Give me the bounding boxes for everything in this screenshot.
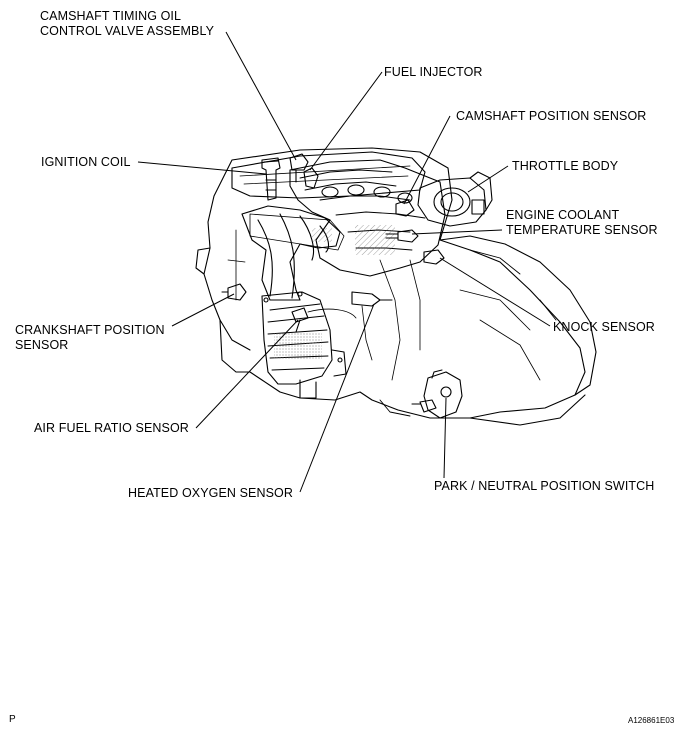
label-engine-coolant-line2: TEMPERATURE SENSOR <box>506 223 658 237</box>
label-air-fuel-ratio-sensor: AIR FUEL RATIO SENSOR <box>34 421 189 435</box>
leader-camshaft-position <box>404 116 450 204</box>
coolant-temp-sensor <box>386 230 418 242</box>
label-engine-coolant-line1: ENGINE COOLANT <box>506 208 620 222</box>
ignition-coil <box>262 158 280 200</box>
label-heated-oxygen-sensor: HEATED OXYGEN SENSOR <box>128 486 293 500</box>
leader-lines <box>138 32 550 492</box>
label-crankshaft-position-line2: SENSOR <box>15 338 69 352</box>
knock-sensor <box>424 250 444 264</box>
label-fuel-injector: FUEL INJECTOR <box>384 65 483 79</box>
transaxle-housing <box>440 236 596 395</box>
leader-throttle-body <box>468 166 508 192</box>
leader-engine-coolant <box>412 230 502 234</box>
leader-fuel-injector <box>310 72 382 170</box>
label-throttle-body: THROTTLE BODY <box>512 159 619 173</box>
crankshaft-position-sensor <box>222 284 246 300</box>
transaxle-bell <box>380 250 556 416</box>
valve-cover-ridges <box>240 166 410 184</box>
label-engine-coolant-temperature-sensor: ENGINE COOLANT TEMPERATURE SENSOR <box>506 208 658 238</box>
leader-air-fuel-ratio <box>196 320 298 428</box>
intake-ports <box>322 185 412 203</box>
catalytic-converter <box>262 292 332 384</box>
engine-block-outline <box>204 148 585 418</box>
label-camshaft-timing-oil-line1: CAMSHAFT TIMING OIL <box>40 9 182 23</box>
throttle-body <box>418 178 486 226</box>
label-camshaft-timing-oil-line2: CONTROL VALVE ASSEMBLY <box>40 24 215 38</box>
leader-camshaft-timing-oil <box>226 32 296 160</box>
label-crankshaft-position-sensor: CRANKSHAFT POSITION SENSOR <box>15 323 165 353</box>
engine-block-lower <box>196 248 585 425</box>
leader-ignition-coil <box>138 162 266 174</box>
intake-runners <box>300 170 425 250</box>
label-crankshaft-position-line1: CRANKSHAFT POSITION <box>15 323 165 337</box>
leader-knock-sensor <box>440 258 550 326</box>
exhaust-pipes <box>258 214 328 298</box>
label-ignition-coil: IGNITION COIL <box>41 155 131 169</box>
fuel-injector <box>304 168 318 188</box>
label-camshaft-position-sensor: CAMSHAFT POSITION SENSOR <box>456 109 647 123</box>
figure-code: A126861E03 <box>628 716 675 725</box>
label-camshaft-timing-oil-control-valve: CAMSHAFT TIMING OIL CONTROL VALVE ASSEMB… <box>40 9 214 39</box>
label-park-neutral-position-switch: PARK / NEUTRAL POSITION SWITCH <box>434 479 655 493</box>
park-neutral-switch <box>424 372 462 418</box>
leader-park-neutral <box>444 398 446 478</box>
label-knock-sensor: KNOCK SENSOR <box>553 320 655 334</box>
block-rib-lines <box>228 230 540 380</box>
leader-crankshaft-position <box>172 294 234 326</box>
oil-control-valve <box>290 154 308 182</box>
heated-oxygen-sensor <box>352 292 392 306</box>
page-letter: P <box>9 714 16 725</box>
exhaust-flange <box>250 214 344 250</box>
air-fuel-ratio-sensor <box>292 308 308 332</box>
leader-heated-oxygen <box>300 304 374 492</box>
intake-manifold <box>290 160 445 276</box>
exhaust-manifold <box>242 206 340 300</box>
